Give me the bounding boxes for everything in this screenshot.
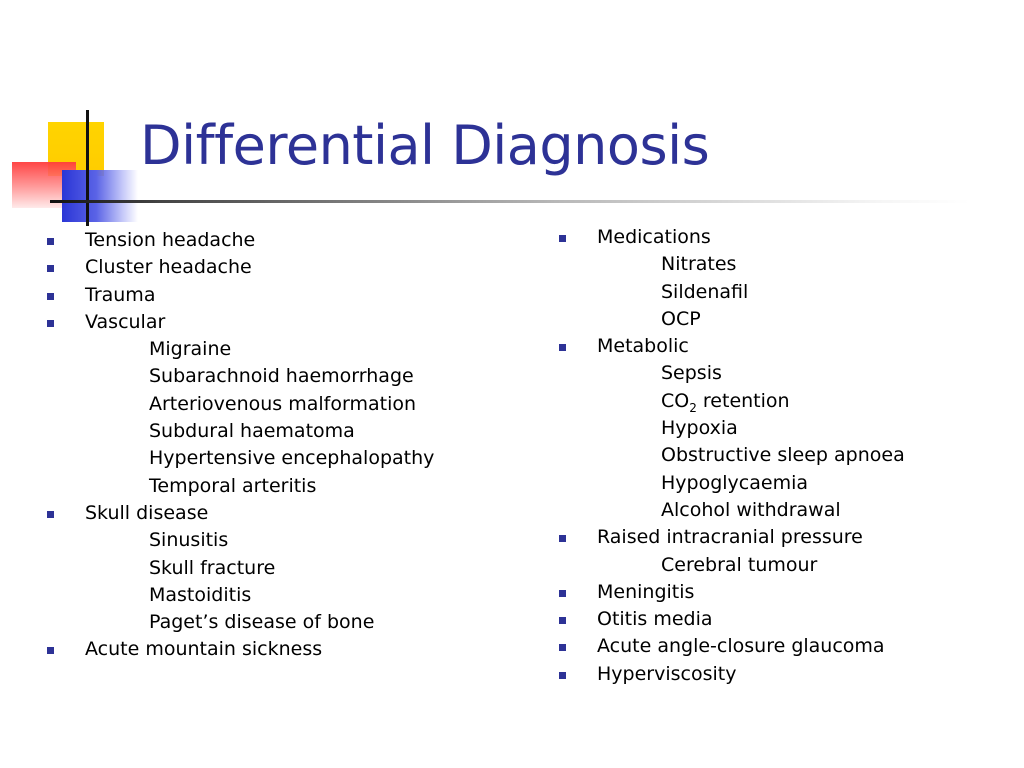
- item-text: Obstructive sleep apnoea: [661, 444, 905, 467]
- sub-item-co2-retention: CO2 retention: [556, 388, 905, 415]
- sub-item-skull-fracture: Skull fracture: [44, 555, 434, 582]
- sub-item-sepsis: Sepsis: [556, 360, 905, 387]
- sub-item-sinusitis: Sinusitis: [44, 527, 434, 554]
- bullet-square-icon: [47, 319, 54, 327]
- list-item-raised-intracranial-pressure: Raised intracranial pressure: [556, 524, 905, 551]
- sub-item-mastoiditis: Mastoiditis: [44, 582, 434, 609]
- sub-item-hypertensive-encephalopathy: Hypertensive encephalopathy: [44, 445, 434, 472]
- sub-item-alcohol-withdrawal: Alcohol withdrawal: [556, 497, 905, 524]
- item-text: Sildenafil: [661, 280, 749, 303]
- bullet-square-icon: [559, 644, 566, 652]
- item-text: Acute angle-closure glaucoma: [597, 635, 885, 658]
- item-text: Cluster headache: [85, 256, 252, 279]
- bullet-square-icon: [559, 617, 566, 625]
- item-text: Subarachnoid haemorrhage: [149, 365, 414, 388]
- item-text: Temporal arteritis: [149, 474, 317, 497]
- list-item-medications: Medications: [556, 224, 905, 251]
- item-text: Subdural haematoma: [149, 420, 355, 443]
- item-text: Hypoxia: [661, 417, 738, 440]
- bullet-square-icon: [47, 265, 54, 273]
- bullet-square-icon: [559, 344, 566, 352]
- bullet-square-icon: [559, 589, 566, 597]
- bullet-square-icon: [559, 235, 566, 242]
- list-item-acute-angle-closure-glaucoma: Acute angle-closure glaucoma: [556, 633, 905, 660]
- slide-title: Differential Diagnosis: [140, 114, 710, 177]
- sub-item-cerebral-tumour: Cerebral tumour: [556, 552, 905, 579]
- sub-item-ocp: OCP: [556, 306, 905, 333]
- item-text: OCP: [661, 307, 701, 330]
- sub-item-temporal-arteritis: Temporal arteritis: [44, 473, 434, 500]
- item-text: Skull disease: [85, 501, 209, 524]
- item-text: Trauma: [85, 283, 156, 306]
- list-item-meningitis: Meningitis: [556, 579, 905, 606]
- item-text: Migraine: [149, 338, 232, 361]
- sub-item-subarachnoid-haemorrhage: Subarachnoid haemorrhage: [44, 363, 434, 390]
- item-subscript: 2: [689, 400, 697, 415]
- item-text: Otitis media: [597, 608, 713, 631]
- item-text: CO: [661, 389, 690, 412]
- item-suffix: retention: [696, 389, 790, 412]
- sub-item-hypoglycaemia: Hypoglycaemia: [556, 470, 905, 497]
- title-decoration-vertical-line: [86, 110, 89, 226]
- item-text: Sinusitis: [149, 529, 229, 552]
- item-text: Sepsis: [661, 362, 722, 385]
- item-text: Tension headache: [85, 229, 256, 251]
- item-text: Arteriovenous malformation: [149, 392, 417, 415]
- item-text: Paget’s disease of bone: [149, 611, 375, 634]
- item-text: Skull fracture: [149, 556, 276, 579]
- item-text: Medications: [597, 226, 711, 248]
- sub-item-hypoxia: Hypoxia: [556, 415, 905, 442]
- list-item-acute-mountain-sickness: Acute mountain sickness: [44, 636, 434, 663]
- item-text: Meningitis: [597, 580, 695, 603]
- list-item-hyperviscosity: Hyperviscosity: [556, 661, 905, 688]
- item-text: Vascular: [85, 310, 166, 333]
- sub-item-obstructive-sleep-apnoea: Obstructive sleep apnoea: [556, 442, 905, 469]
- item-text: Raised intracranial pressure: [597, 526, 863, 549]
- sub-item-migraine: Migraine: [44, 336, 434, 363]
- item-text: Hyperviscosity: [597, 662, 737, 685]
- bullet-square-icon: [47, 238, 54, 245]
- sub-item-sildenafil: Sildenafil: [556, 279, 905, 306]
- title-decoration-blue-block: [62, 170, 138, 222]
- item-text: Alcohol withdrawal: [661, 498, 841, 521]
- bullet-square-icon: [47, 510, 54, 518]
- sub-item-nitrates: Nitrates: [556, 251, 905, 278]
- item-text: Hypoglycaemia: [661, 471, 809, 494]
- list-item-vascular: Vascular: [44, 309, 434, 336]
- list-item-tension-headache: Tension headache: [44, 227, 434, 254]
- item-text: Metabolic: [597, 335, 689, 358]
- item-text: Acute mountain sickness: [85, 638, 323, 661]
- list-item-otitis-media: Otitis media: [556, 606, 905, 633]
- sub-item-subdural-haematoma: Subdural haematoma: [44, 418, 434, 445]
- bullet-square-icon: [47, 647, 54, 655]
- list-item-metabolic: Metabolic: [556, 333, 905, 360]
- title-underline-rule: [50, 200, 970, 203]
- list-item-skull-disease: Skull disease: [44, 500, 434, 527]
- list-item-cluster-headache: Cluster headache: [44, 254, 434, 281]
- bullet-square-icon: [47, 292, 54, 300]
- list-item-trauma: Trauma: [44, 282, 434, 309]
- bullet-square-icon: [559, 671, 566, 679]
- sub-item-paget-s-disease-of-bone: Paget’s disease of bone: [44, 609, 434, 636]
- item-text: Hypertensive encephalopathy: [149, 447, 435, 470]
- bullet-square-icon: [559, 535, 566, 543]
- item-text: Nitrates: [661, 253, 737, 276]
- item-text: Mastoiditis: [149, 583, 252, 606]
- sub-item-arteriovenous-malformation: Arteriovenous malformation: [44, 391, 434, 418]
- item-text: Cerebral tumour: [661, 553, 818, 576]
